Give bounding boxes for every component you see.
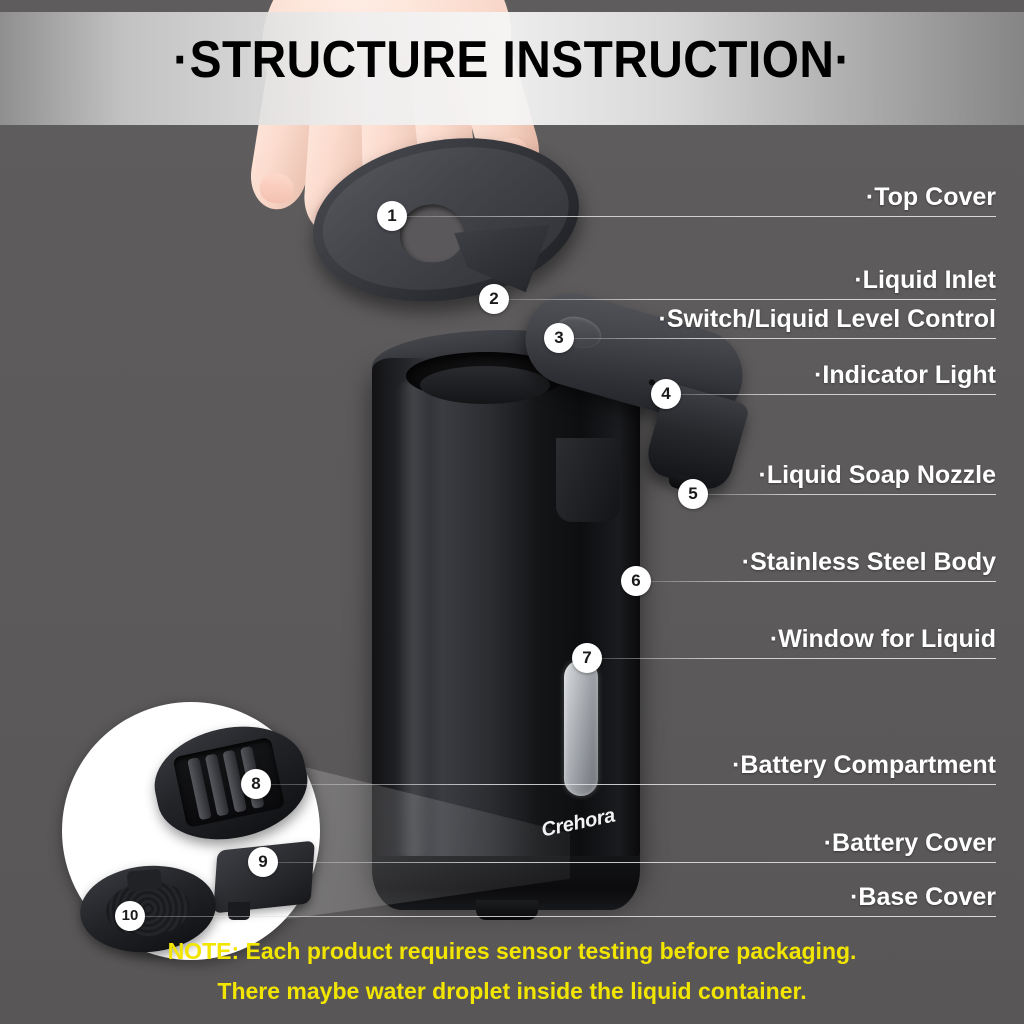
label-base-cover: ·Base Cover [850,883,996,911]
callout-4[interactable]: 4 [651,379,681,409]
leader-line-10 [144,916,996,917]
leader-line-9 [277,862,996,863]
callout-2[interactable]: 2 [479,284,509,314]
note-line-2: There maybe water droplet inside the liq… [217,978,807,1004]
note-line-1: NOTE: Each product requires sensor testi… [167,938,857,964]
callout-7[interactable]: 7 [572,643,602,673]
label-battery-compartment: ·Battery Compartment [732,751,996,779]
label-liquid-inlet: ·Liquid Inlet [854,266,996,294]
body-highlight [396,380,430,860]
leader-line-4 [680,394,996,395]
callout-1[interactable]: 1 [377,201,407,231]
inlet-collar [420,366,550,404]
label-stainless-body: ·Stainless Steel Body [741,548,996,576]
battery-cover-tab [228,902,250,920]
arm-joint [556,438,620,522]
leader-line-6 [650,581,996,582]
leader-line-7 [601,658,996,659]
leader-line-5 [707,494,996,495]
callout-5[interactable]: 5 [678,479,708,509]
leader-line-3 [573,338,996,339]
callout-8[interactable]: 8 [241,769,271,799]
callout-9[interactable]: 9 [248,847,278,877]
callout-3[interactable]: 3 [544,323,574,353]
callout-10[interactable]: 10 [115,901,145,931]
liquid-window [564,660,598,796]
label-liquid-window: ·Window for Liquid [769,625,996,653]
title-banner [0,12,1024,125]
label-top-cover: ·Top Cover [865,183,996,211]
dispenser-foot [476,900,538,920]
leader-line-1 [406,216,996,217]
base-cover-knob [126,868,163,892]
leader-line-8 [270,784,996,785]
page-title: ·STRUCTURE INSTRUCTION· [173,31,851,89]
leader-line-2 [508,299,996,300]
fingernail-icon [257,170,296,206]
label-indicator-light: ·Indicator Light [814,361,996,389]
label-switch-control: ·Switch/Liquid Level Control [658,305,997,333]
callout-6[interactable]: 6 [621,566,651,596]
label-battery-cover: ·Battery Cover [823,829,996,857]
label-soap-nozzle: ·Liquid Soap Nozzle [758,461,997,489]
